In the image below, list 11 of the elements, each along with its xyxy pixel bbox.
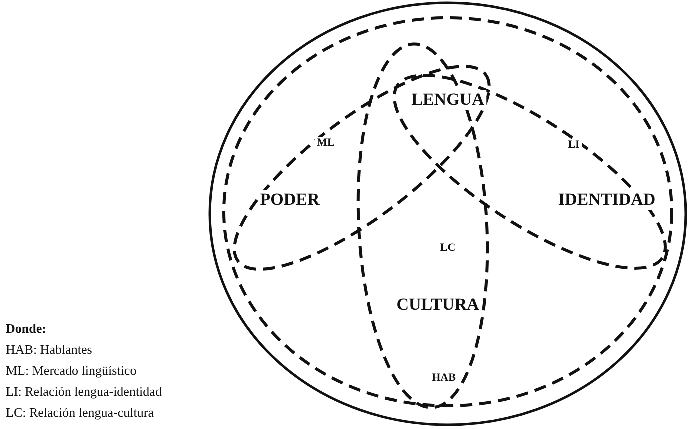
region-label: IDENTIDAD [556, 190, 658, 210]
region-label: HAB [430, 372, 458, 384]
region-label: ML [315, 137, 337, 149]
legend-entry: HAB: Hablantes [6, 342, 92, 358]
region-label: LC [438, 242, 458, 254]
region-label: LENGUA [410, 90, 486, 110]
legend-heading: Donde: [6, 321, 46, 337]
region-label: LI [566, 139, 582, 151]
legend-entry: ML: Mercado lingüístico [6, 363, 137, 379]
legend-entry: LC: Relación lengua-cultura [6, 405, 154, 421]
legend-entry: LI: Relación lengua-identidad [6, 384, 162, 400]
